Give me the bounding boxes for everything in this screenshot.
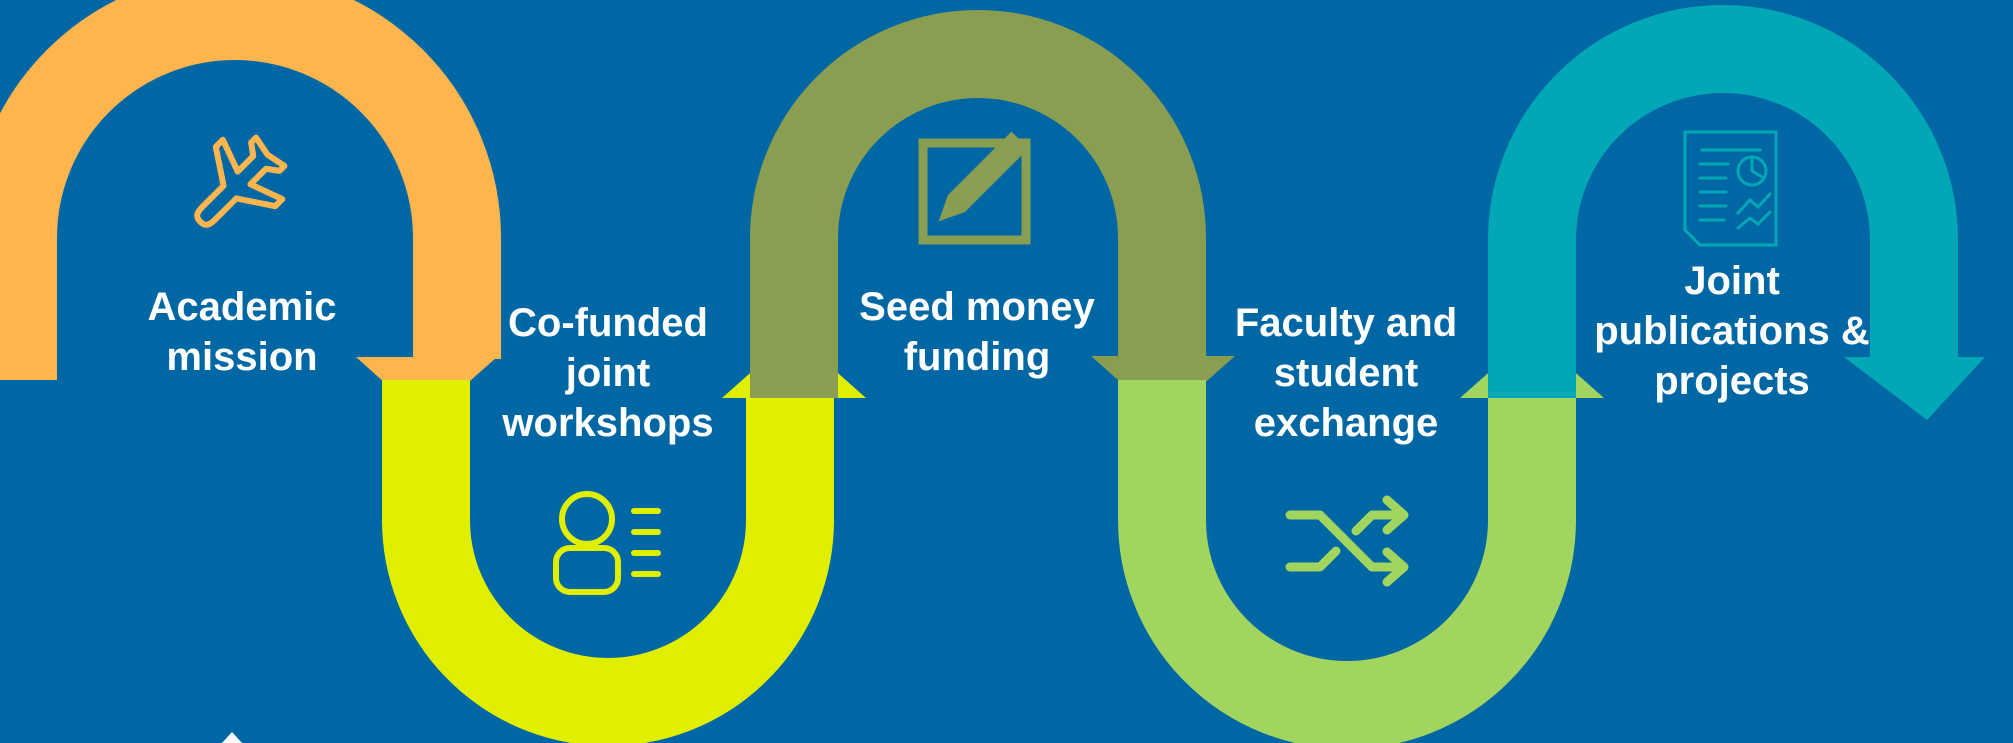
edit-pencil-icon [918, 131, 1031, 245]
step-5-arrow [1488, 5, 1985, 420]
step-1-label: Academic mission [147, 285, 337, 379]
logo-mark [222, 732, 242, 743]
step-5-label: Joint publications & projects [1594, 259, 1870, 403]
person-list-icon [553, 491, 661, 595]
step-3-label: Seed money funding [859, 285, 1095, 379]
step-4-label: Faculty and student exchange [1234, 301, 1458, 445]
airplane-icon [194, 134, 288, 228]
shuffle-icon [1285, 495, 1409, 587]
report-document-icon [1683, 130, 1778, 247]
step-2-label: Co-funded joint workshops [502, 301, 714, 445]
